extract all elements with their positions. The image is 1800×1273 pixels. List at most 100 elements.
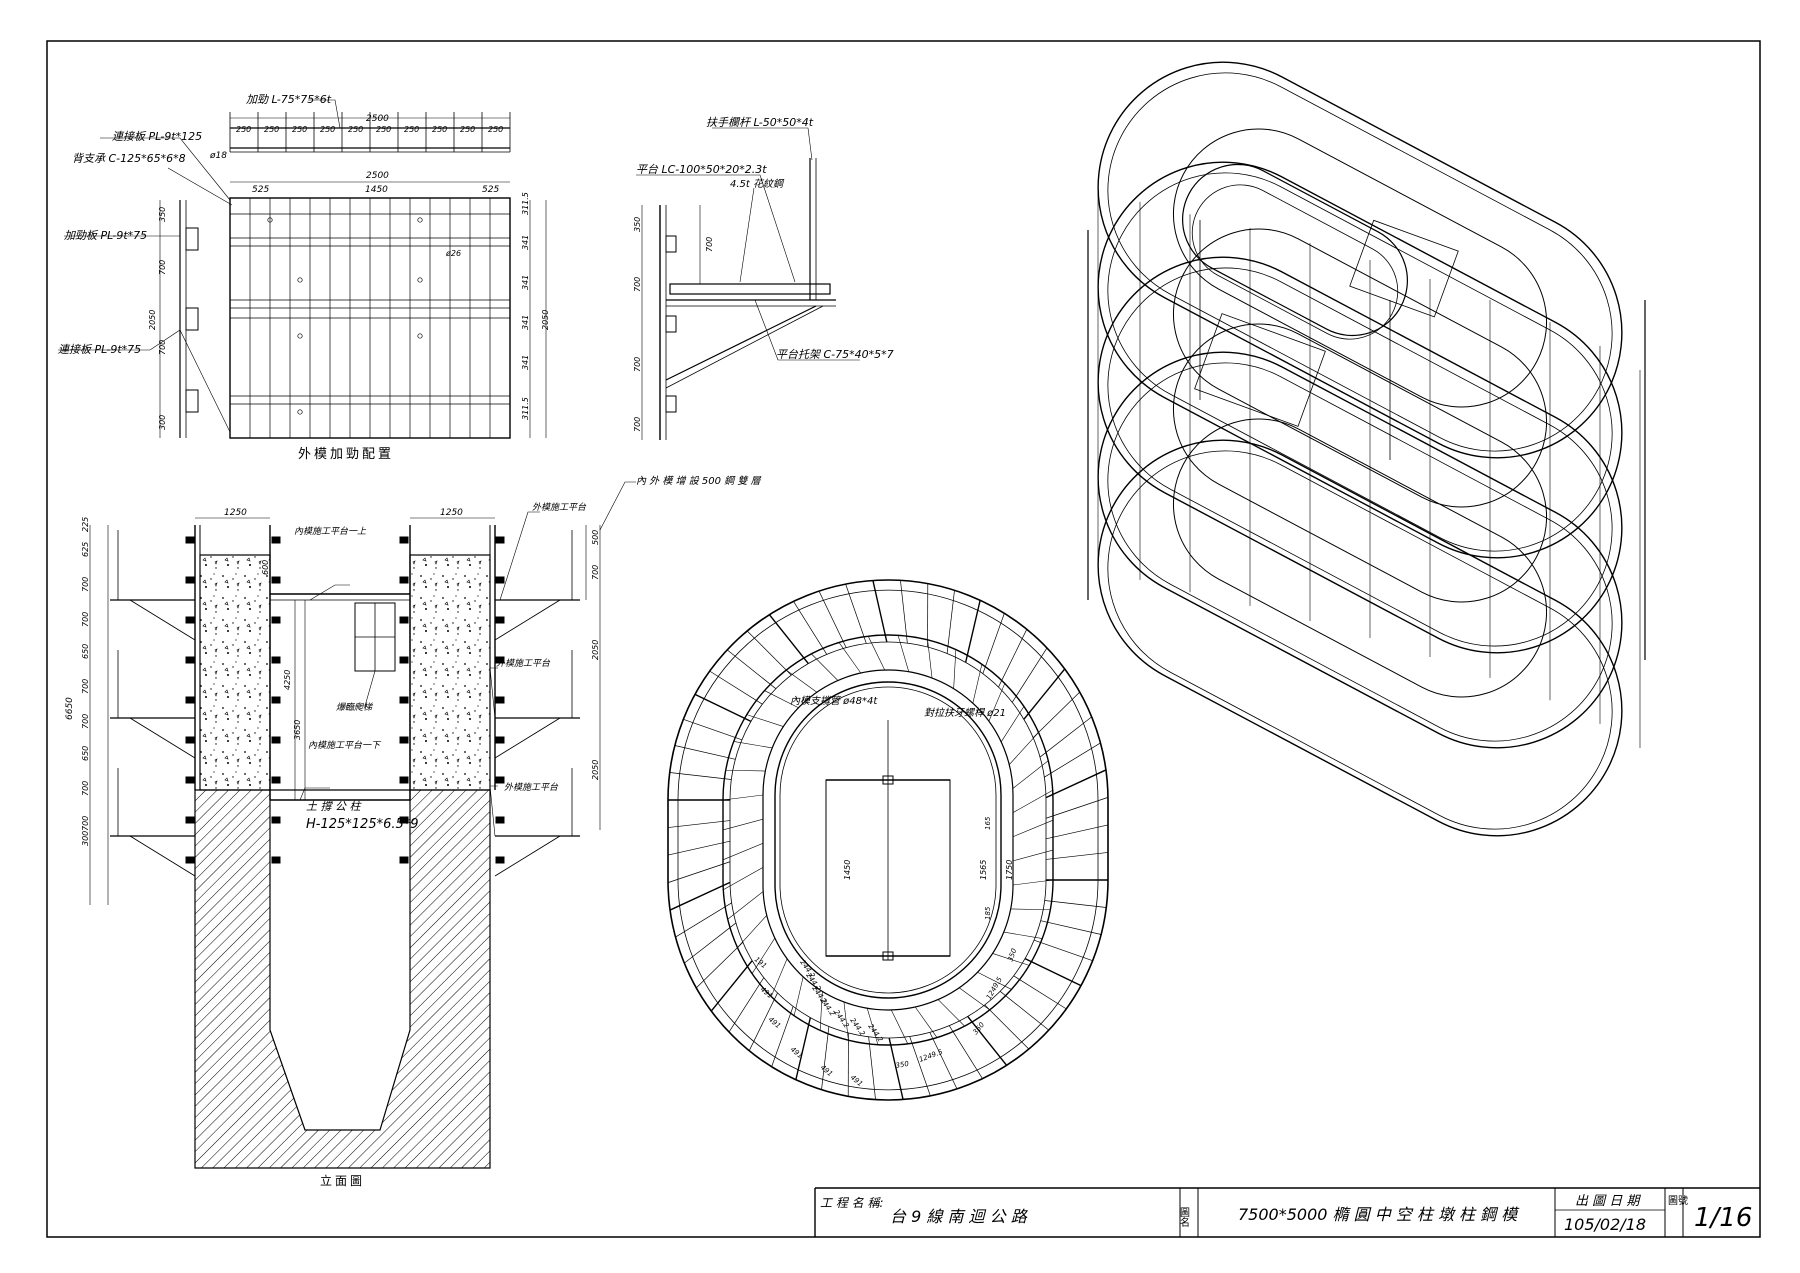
bolt (271, 616, 281, 624)
panel-plan (58, 99, 547, 439)
support-clamp (882, 951, 894, 961)
bolt (271, 776, 281, 784)
label-stiffener-pl: 加勁板 PL-9t*75 (64, 229, 147, 242)
label-hole-2: ø26 (445, 249, 461, 258)
bolt-hole (417, 217, 423, 223)
dim-mid-total: 2500 (366, 171, 389, 181)
ring-rib (1033, 939, 1093, 962)
ring-rib (674, 745, 736, 760)
tie-rod (733, 741, 773, 749)
tie-rod (1012, 760, 1049, 789)
dim-right: 341 (521, 355, 530, 370)
dim-right: 311.5 (521, 192, 530, 215)
dim-ring: 1450 (843, 860, 852, 880)
label-inner-support: 內模支撐管 ø48*4t (790, 695, 878, 707)
bolt (495, 816, 505, 824)
label-support: 平台托架 C-75*40*5*7 (776, 348, 894, 361)
bolt (495, 696, 505, 704)
bolt (185, 616, 195, 624)
tie-rod (722, 842, 764, 861)
ring-rib (793, 601, 828, 655)
dim-ring: 1750 (1005, 860, 1014, 880)
dim-elev-left: 625 (81, 542, 90, 557)
bolt (185, 776, 195, 784)
outer-ring-level (1097, 61, 1623, 459)
drawing-label: 圖名 (1178, 1207, 1190, 1228)
dim-top-segment: 250 (348, 125, 363, 134)
bolt (185, 576, 195, 584)
ring-rib (1045, 824, 1109, 840)
dim-right: 341 (521, 275, 530, 290)
elevation-view (89, 481, 636, 1169)
label-note: 內 外 模 增 設 500 鋼 雙 層 (636, 475, 762, 487)
elevation-caption: 立面圖 (320, 1173, 365, 1188)
label-plate: 4.5t 花紋鋼 (730, 178, 785, 190)
dim-ring: 1565 (979, 860, 988, 880)
tie-rod (1012, 879, 1054, 886)
tie-rod (722, 794, 764, 801)
ring-rib (946, 590, 955, 654)
dim-right: 341 (521, 235, 530, 250)
ring-rib (1045, 769, 1107, 799)
dim-elev-left: 700 (81, 714, 90, 729)
dim-ring: 165 (984, 816, 992, 830)
dim-bracket: 350 (633, 217, 642, 232)
bolt (399, 576, 409, 584)
tie-rod (725, 769, 766, 772)
label-ladder: 爆臨爬梯 (336, 702, 373, 713)
tie-rod (1000, 706, 1025, 743)
dim-mid-part: 525 (252, 185, 269, 195)
bolt (495, 576, 505, 584)
title-block-text: 工 程 名 稱: 台 9 線 南 迴 公 路 圖名 7500*5000 橢 圓 … (820, 1194, 1752, 1234)
tie-rod (727, 891, 764, 920)
sheet-border (46, 40, 1761, 1238)
dim-left: 700 (158, 340, 167, 355)
panel-plan-text: 加勁 L-75*75*6t 連接板 PL-9t*125 背支承 C-125*65… (58, 93, 550, 462)
dim-mid-part: 525 (482, 185, 499, 195)
dim-elev-left: 700 (81, 577, 90, 592)
ring-rib (868, 1036, 876, 1100)
iso-inner-form (1182, 163, 1408, 337)
bolt (399, 536, 409, 544)
label-joint-plate-2: 連接板 PL-9t*75 (58, 343, 141, 356)
ring-rib (667, 820, 731, 828)
bolt (495, 536, 505, 544)
inner-form-edge (774, 681, 1002, 999)
dim-top-segment: 250 (236, 125, 251, 134)
plan-ring (667, 579, 1109, 1101)
bolt-hole (297, 409, 303, 415)
ring-rib (1044, 742, 1101, 778)
tie-rod (737, 915, 767, 948)
dim-elev-left: 650 (81, 644, 90, 659)
dim-left: 700 (158, 260, 167, 275)
tie-rod (746, 714, 784, 727)
tie-rod (1012, 819, 1054, 838)
dim-width: 1250 (224, 508, 247, 518)
outer-ring-level (1107, 72, 1613, 452)
outer-ring-level (1107, 267, 1613, 647)
ring-rib (726, 649, 777, 689)
dim-elev-left: 300 (81, 831, 90, 846)
label-tie-rod: 對拉扶牙螺桿 ø21 (924, 707, 1006, 719)
dim-elev-right: 500 (591, 530, 600, 545)
ring-rib (1024, 958, 1082, 987)
bolt (185, 816, 195, 824)
dim-ring-arc: 244.2 (832, 1009, 850, 1030)
label-outer-top: 外模施工平台 (532, 502, 587, 513)
tie-rod (977, 971, 1012, 990)
dim-elev-left: 700 (81, 781, 90, 796)
bolt-hole (417, 277, 423, 283)
ring-rib (900, 580, 908, 644)
iso-inner-form (1191, 184, 1399, 340)
tie-rod (958, 987, 990, 1011)
inner-ring-level (1172, 418, 1548, 698)
bolt-hole (417, 333, 423, 339)
label-steel-post: 土 撐 公 柱 (306, 800, 362, 813)
dim-elev-inner: 3650 (293, 720, 302, 740)
ring-rib (667, 840, 731, 856)
label-outer-mid: 外模施工平台 (496, 658, 551, 669)
dim-ring-arc: 191 (753, 955, 768, 970)
label-handrail: 扶手欄杆 L-50*50*4t (706, 116, 814, 129)
tie-rod (1003, 931, 1043, 939)
ring-rib (683, 718, 743, 741)
